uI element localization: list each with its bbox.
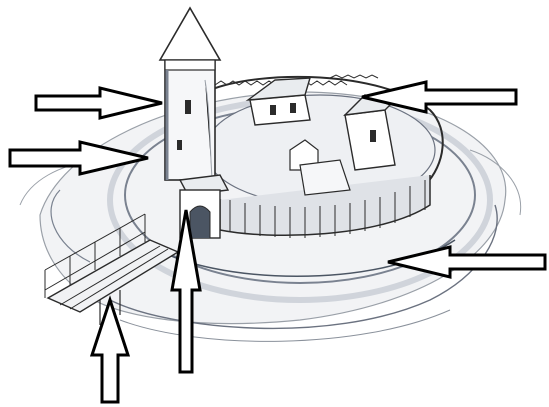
arrow-tower-upper xyxy=(36,88,162,118)
tower xyxy=(160,8,220,180)
hall-building xyxy=(248,78,310,125)
arrow-bridge xyxy=(92,300,128,402)
